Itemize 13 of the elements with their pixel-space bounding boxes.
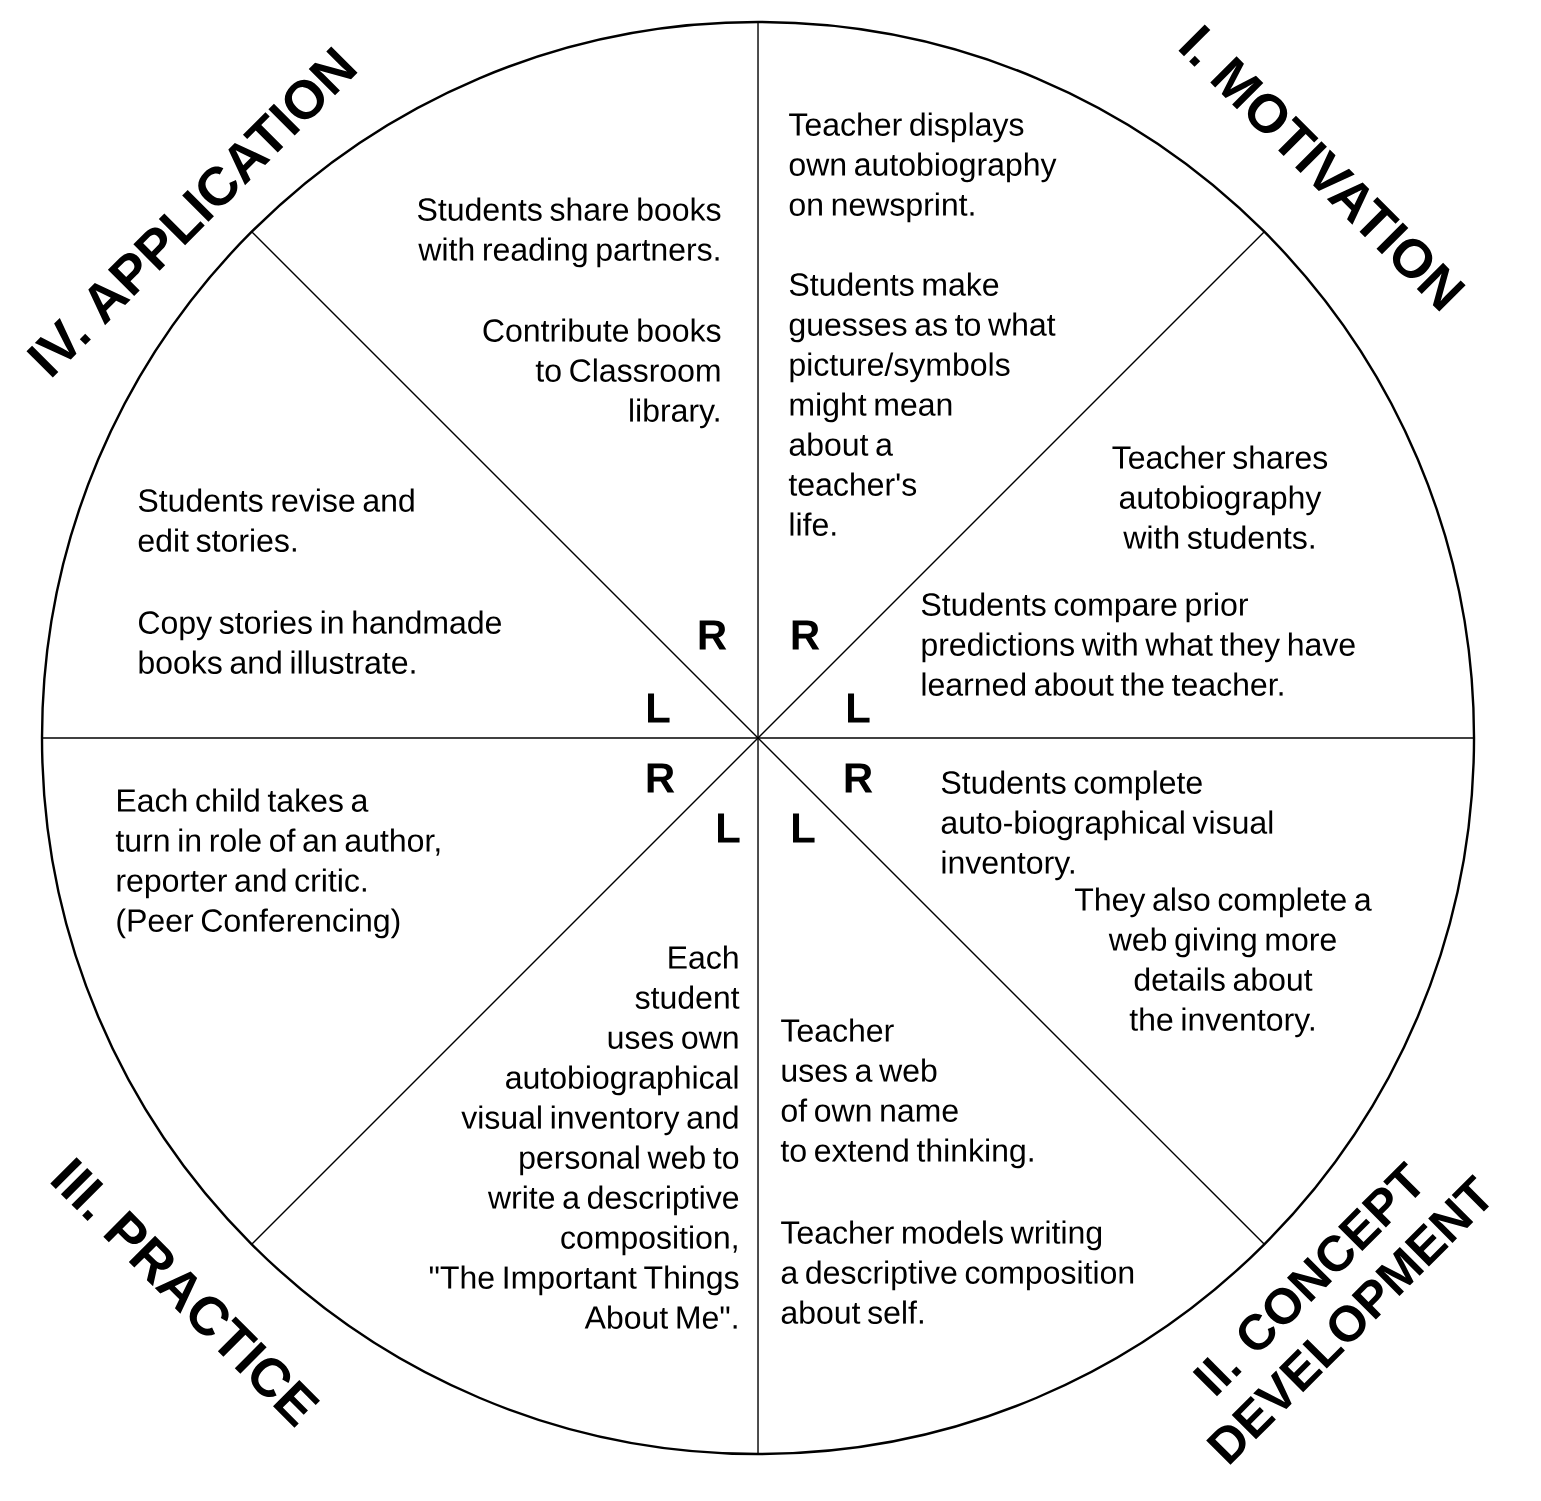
sector-text: Students share books with reading partners. Contribute books to Classroom library. xyxy=(417,197,721,429)
segment-letter: R xyxy=(792,620,820,650)
sector-text: Each child takes a turn in role of an author, reporter and critic. (Peer Conferencing) xyxy=(115,788,440,939)
sector-text: Students complete auto-biographical visual inventory. They also complete a web giving more details about the inventory. xyxy=(941,770,1372,1038)
segment-letter: R xyxy=(845,763,873,793)
segment-letter: R xyxy=(647,763,675,793)
segment-letter: L xyxy=(648,693,670,723)
segment-letter: R xyxy=(699,620,727,650)
segment-letter: L xyxy=(718,813,740,843)
sector-text: Each student uses own autobiographical visual inventory and personal web to write a descriptive composition, "The Important Things About Me". xyxy=(429,945,740,1329)
sector-text: Students revise and edit stories. Copy stories in handmade books and illustrate. xyxy=(138,488,501,674)
segment-letter: L xyxy=(793,813,815,843)
segment-letter: L xyxy=(848,693,870,723)
